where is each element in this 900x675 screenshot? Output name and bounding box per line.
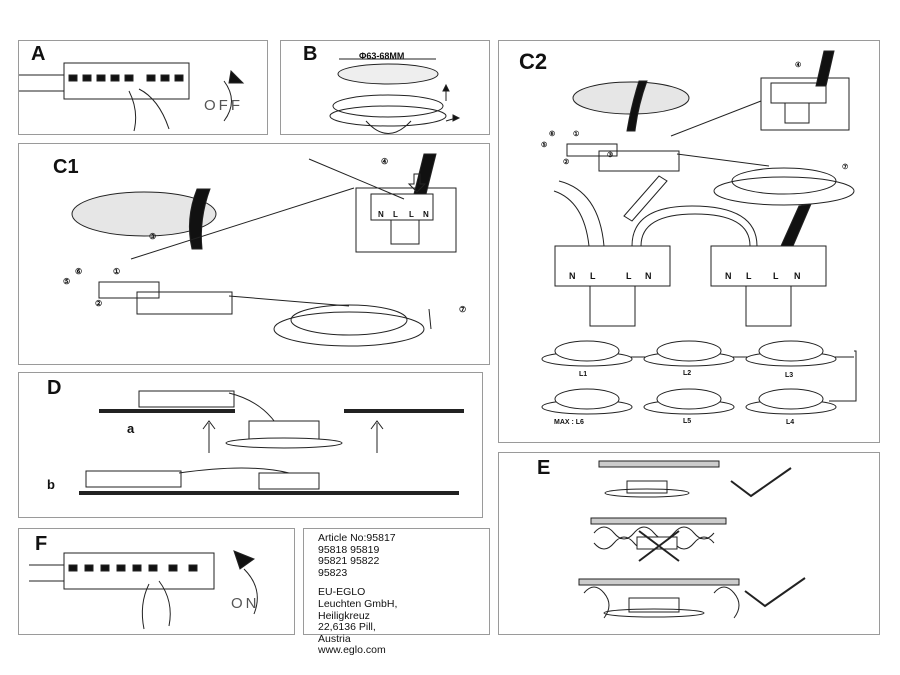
mounting-illustration: [79, 390, 464, 495]
insulation-clearance-illustration: [578, 460, 806, 619]
light-label: L2: [683, 370, 691, 377]
step-marker: ④: [795, 61, 801, 69]
company-line: Heiligkreuz: [318, 609, 370, 622]
terminal-label: L: [746, 271, 752, 281]
cutout-dimension: Φ63-68MM: [359, 51, 405, 61]
panel-label: E: [537, 457, 551, 479]
light-label: L3: [785, 372, 793, 379]
step-marker: ⑤: [541, 141, 547, 149]
company-line: 22,6136 Pill,: [318, 621, 376, 634]
article-line: 95818 95819: [318, 543, 380, 556]
single-light-wiring-illustration: ③ ④ ⑤ ⑥ ① ② ⑦ N L L N: [63, 153, 466, 347]
terminal-label: L: [773, 271, 779, 281]
article-line: 95821 95822: [318, 555, 380, 568]
step-marker: ②: [95, 299, 102, 308]
panel-b-cutout: B Φ63-68MM: [280, 40, 490, 135]
company-line: Leuchten GmbH,: [318, 597, 398, 610]
terminal-label: N: [725, 271, 732, 281]
light-label: L1: [579, 371, 587, 378]
step-marker: ⑦: [459, 305, 466, 314]
step-marker: ④: [381, 157, 388, 166]
terminal-label: N: [794, 271, 801, 281]
sub-label-a: a: [127, 421, 135, 436]
ceiling-cutout-illustration: [329, 58, 461, 134]
company-line: EU-EGLO: [318, 586, 366, 599]
terminal-label: L: [409, 210, 414, 219]
step-marker: ③: [149, 232, 156, 241]
panel-c1-wiring: C1 ③ ④ ⑤ ⑥ ① ② ⑦ N L L N: [18, 143, 490, 365]
step-marker: ③: [607, 151, 613, 159]
step-marker: ②: [563, 158, 569, 166]
light-label: MAX : L6: [554, 419, 584, 426]
breaker-switch-off-illustration: [19, 62, 245, 132]
panel-label: F: [35, 533, 48, 555]
light-label: L4: [786, 419, 794, 426]
panel-label: C1: [53, 156, 79, 178]
step-marker: ⑥: [75, 267, 82, 276]
article-info-box: Article No:95817 95818 95819 95821 95822…: [303, 528, 490, 656]
panel-c2-multi-wiring: C2 ③: [498, 40, 880, 443]
step-marker: ①: [113, 267, 120, 276]
terminal-label: N: [423, 210, 429, 219]
light-fixtures: [541, 340, 837, 415]
panel-label: C2: [519, 49, 548, 74]
panel-e-insulation: E: [498, 452, 880, 635]
panel-label: B: [303, 43, 318, 65]
panel-label: A: [31, 43, 46, 65]
article-line: 95823: [318, 566, 348, 579]
terminal-label: L: [626, 271, 632, 281]
panel-a-switch-off: A OFF: [18, 40, 268, 135]
step-marker: ①: [573, 130, 579, 138]
company-line: Austria: [318, 632, 351, 645]
article-line: Article No:95817: [318, 532, 396, 544]
panel-f-switch-on: F ON: [18, 528, 295, 635]
terminal-label: L: [590, 271, 596, 281]
terminal-label: N: [645, 271, 652, 281]
terminal-label: N: [569, 271, 576, 281]
panel-d-mounting: D a b: [18, 372, 483, 518]
on-state-label: ON: [231, 595, 260, 612]
light-label: L5: [683, 418, 691, 425]
sub-label-b: b: [47, 477, 55, 492]
panel-label: D: [47, 377, 62, 399]
breaker-switch-on-illustration: [29, 550, 258, 630]
website-link[interactable]: www.eglo.com: [318, 644, 386, 657]
multi-light-wiring-illustration: ③ ④ ⑤ ⑥ ① ② ⑦ N L L N N L L N L1 L2 L3 M…: [541, 50, 857, 426]
terminal-label: L: [393, 210, 398, 219]
step-marker: ⑦: [842, 163, 848, 171]
step-marker: ⑥: [549, 130, 555, 138]
off-state-label: OFF: [204, 97, 243, 114]
step-marker: ⑤: [63, 277, 70, 286]
terminal-label: N: [378, 210, 384, 219]
